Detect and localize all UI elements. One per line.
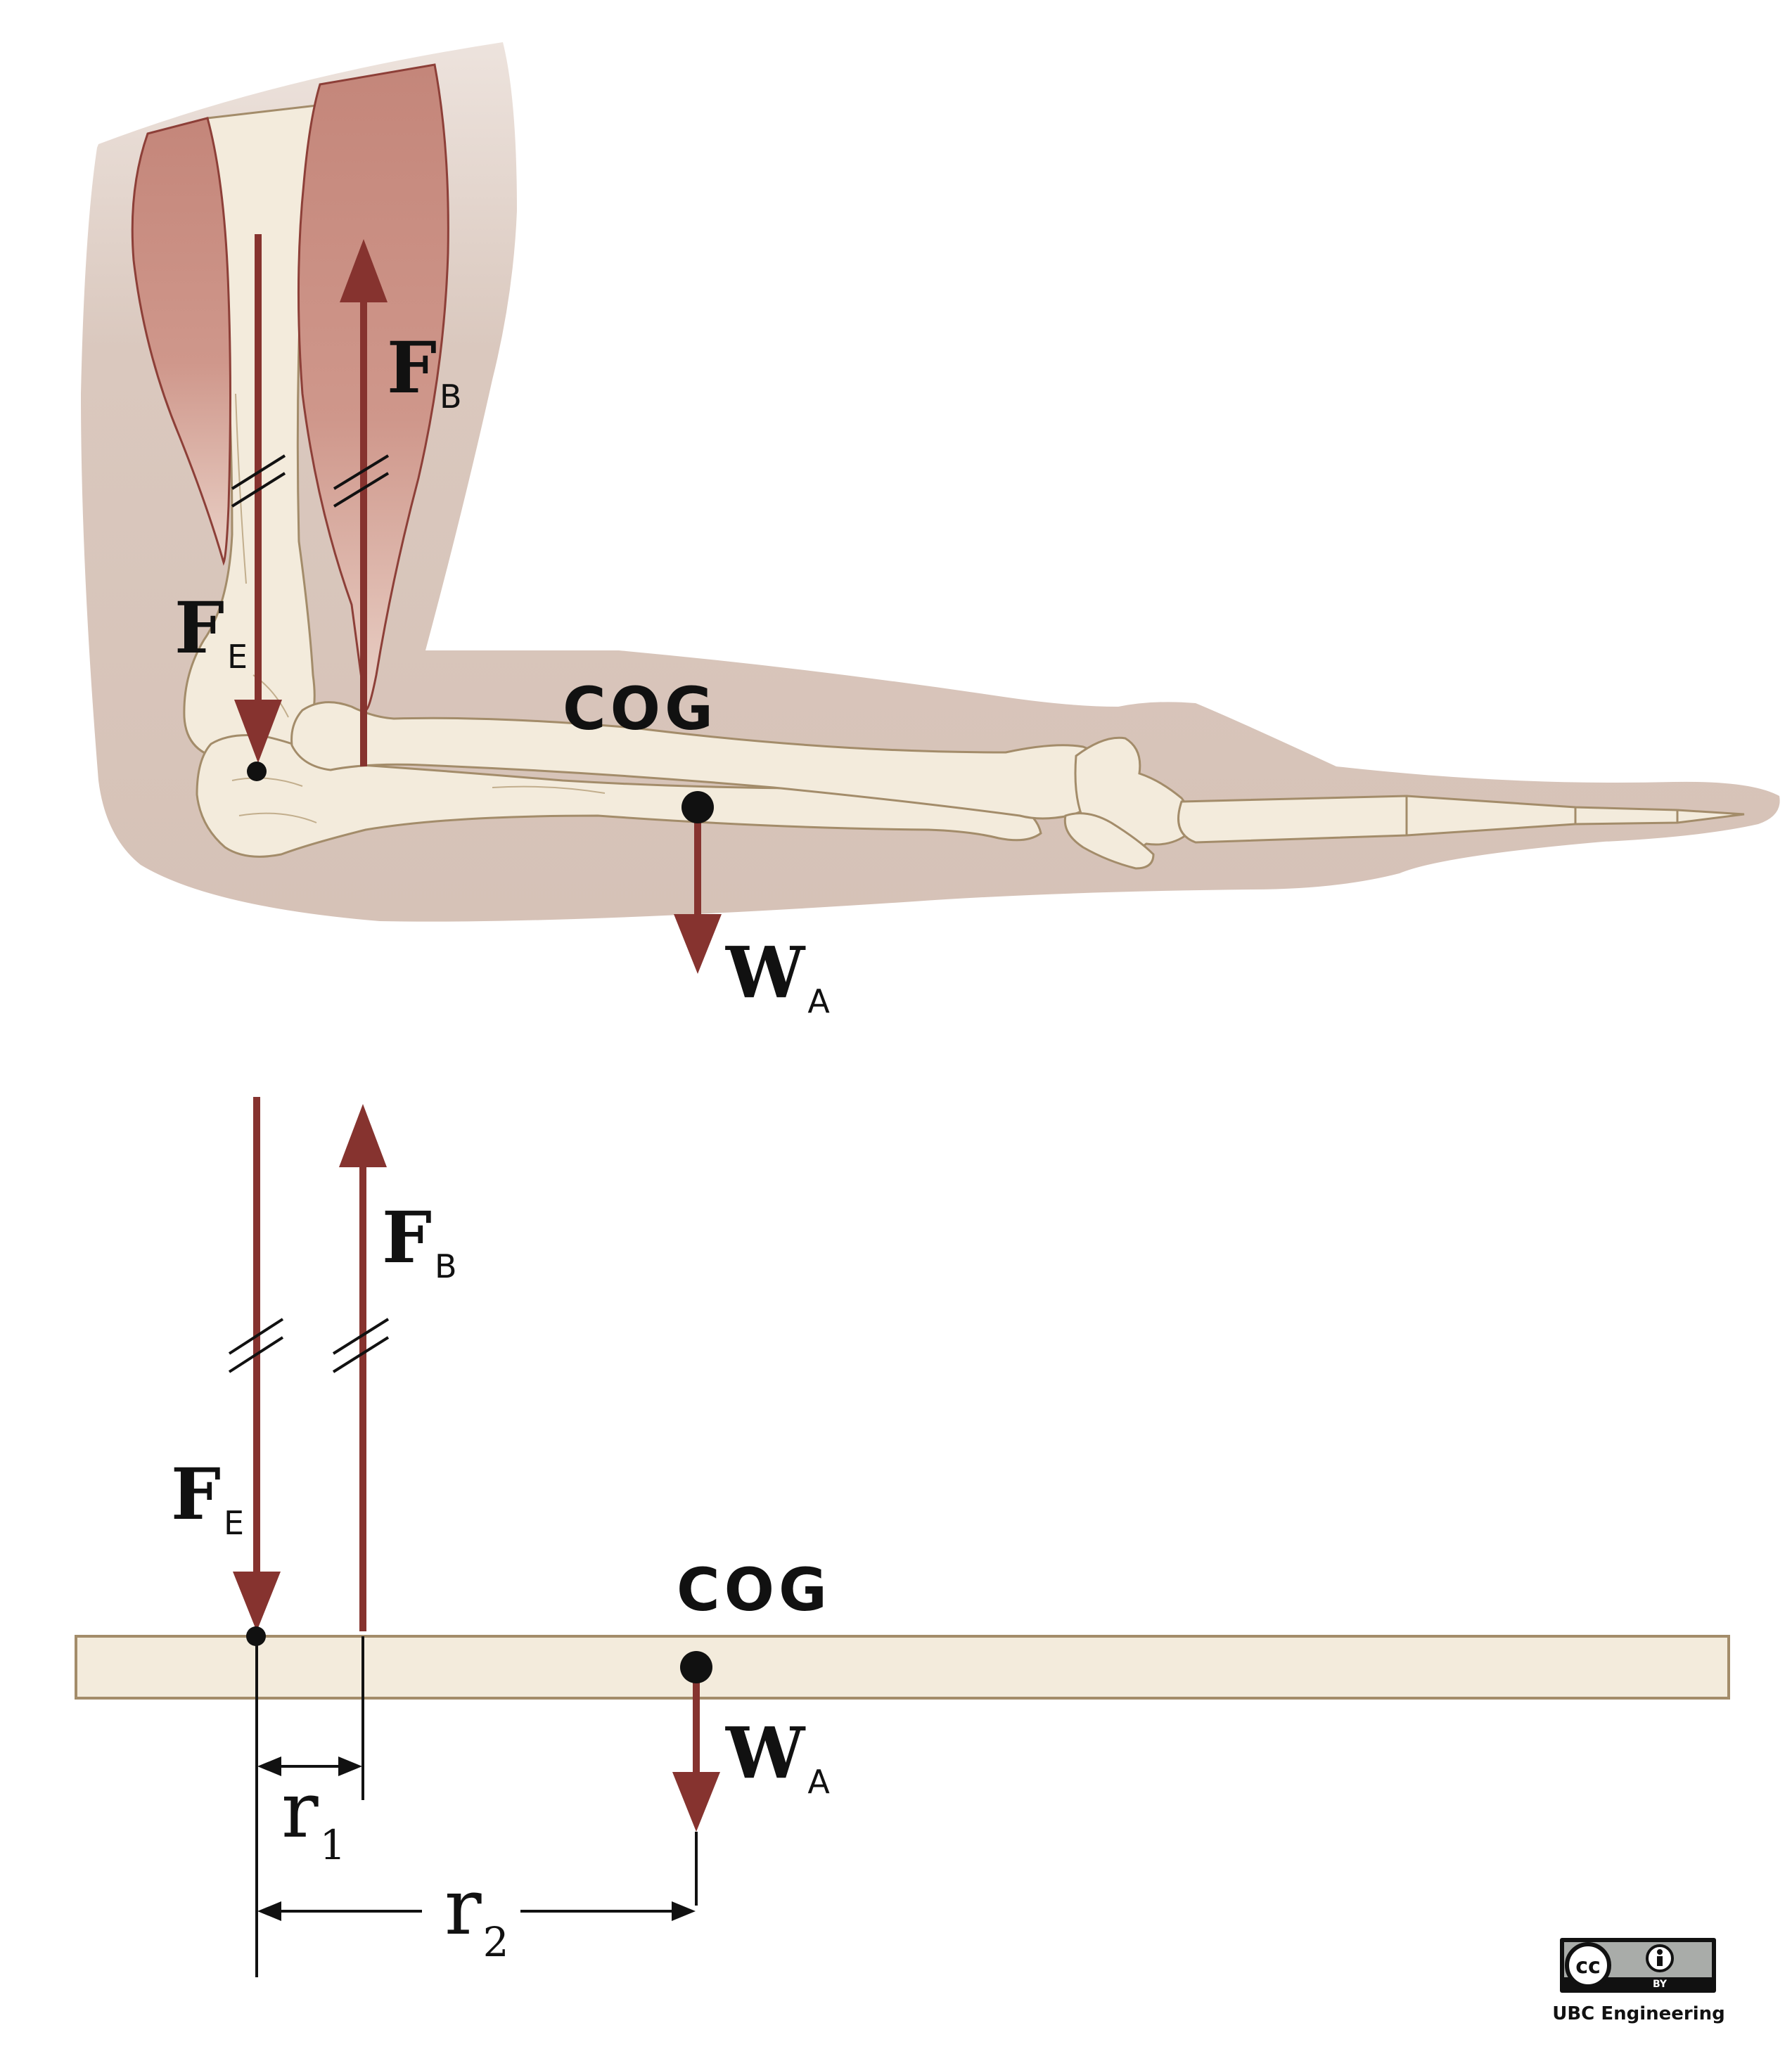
svg-text:BY: BY	[1653, 1979, 1668, 1990]
arm-skin	[81, 42, 1780, 922]
fb-label-top: FB	[387, 326, 462, 416]
top-force-arrows	[234, 234, 722, 974]
fb-arrowhead-top	[340, 239, 388, 302]
cog-point-top	[681, 791, 714, 823]
carpal-bones-lower	[1063, 812, 1155, 870]
fb-label: FB	[382, 1196, 457, 1285]
hand-bone-joints	[1405, 796, 1679, 835]
fe-arrowhead	[233, 1572, 281, 1631]
break-marks-top	[231, 454, 390, 508]
free-body-diagram: FB FE COG WA r1 r2	[75, 1097, 1730, 1977]
fe-arrowhead-top	[234, 700, 282, 763]
fe-label-top: FE	[174, 586, 248, 676]
r2-label: r2	[444, 1862, 509, 1966]
svg-text:cc: cc	[1575, 1954, 1601, 1979]
wa-label-top: WA	[725, 931, 830, 1020]
triceps-muscle	[131, 117, 231, 566]
cc-by-license-badge: cc BY UBC Engineering	[1552, 1938, 1725, 2024]
wa-arrowhead-top	[674, 914, 722, 974]
arm-illustration: FB FE COG WA	[81, 42, 1780, 1020]
ulna-bone	[196, 734, 1042, 858]
wa-label: WA	[725, 1711, 830, 1801]
dimension-lines	[255, 1636, 698, 1977]
cog-label-top: COG	[563, 674, 717, 743]
cog-label: COG	[677, 1555, 831, 1624]
r1-label: r1	[281, 1765, 346, 1869]
fb-arrowhead	[339, 1104, 387, 1167]
cog-point	[680, 1651, 712, 1683]
credit-text: UBC Engineering	[1552, 2003, 1725, 2024]
hand-bones	[1177, 795, 1745, 844]
forearm-beam	[75, 1635, 1730, 1700]
bone-detail	[231, 393, 606, 823]
elbow-pivot-point-top	[247, 762, 267, 781]
wa-arrowhead	[672, 1772, 720, 1832]
fe-label: FE	[171, 1453, 244, 1542]
break-marks-bottom	[228, 1318, 390, 1373]
cc-icon	[1565, 1942, 1611, 1989]
